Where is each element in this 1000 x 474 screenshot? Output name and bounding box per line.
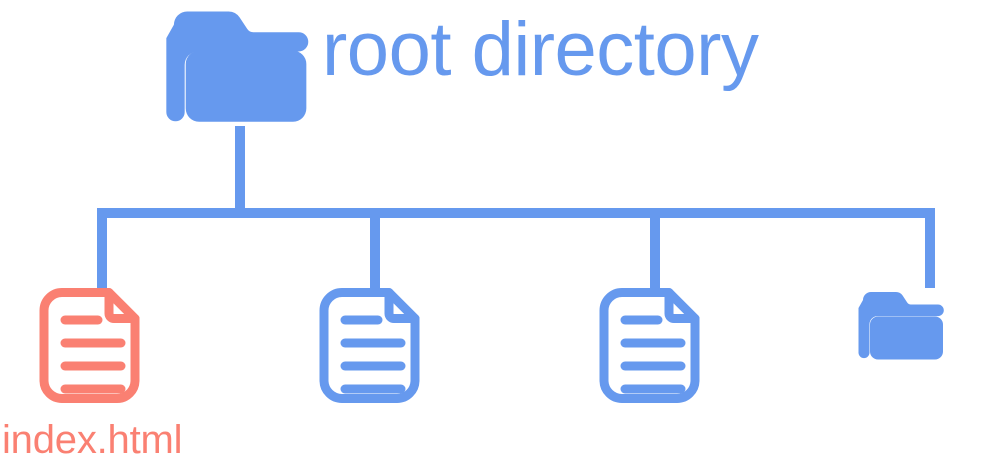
connector-drop-4: [925, 208, 935, 288]
connector-root-stem: [235, 126, 245, 214]
child-document-icon-3[interactable]: [599, 288, 700, 403]
connector-horizontal-bus: [97, 208, 935, 218]
root-directory-label: root directory: [322, 7, 759, 92]
folder-back-panel: [166, 11, 309, 122]
document-folded-corner: [384, 288, 420, 323]
connector-drop-2: [370, 208, 380, 288]
index-html-label: index.html: [2, 418, 183, 462]
connector-drop-1: [97, 208, 107, 288]
connector-drop-3: [650, 208, 660, 288]
child-document-icon-2[interactable]: [319, 288, 420, 403]
document-outline: [319, 288, 420, 403]
folder-back-panel: [858, 292, 944, 359]
folder-front-panel: [870, 316, 943, 360]
document-text-lines: [620, 315, 686, 394]
child-folder-icon-4[interactable]: [858, 292, 944, 360]
child-document-icon-1[interactable]: [39, 288, 140, 403]
root-folder-icon[interactable]: [166, 11, 309, 122]
folder-front-panel: [185, 50, 307, 122]
document-outline: [599, 288, 700, 403]
document-folded-corner: [104, 288, 140, 323]
document-text-lines: [340, 315, 406, 394]
connector-lines: [97, 126, 935, 288]
document-outline: [39, 288, 140, 403]
document-folded-corner: [664, 288, 700, 323]
document-text-lines: [60, 315, 126, 394]
